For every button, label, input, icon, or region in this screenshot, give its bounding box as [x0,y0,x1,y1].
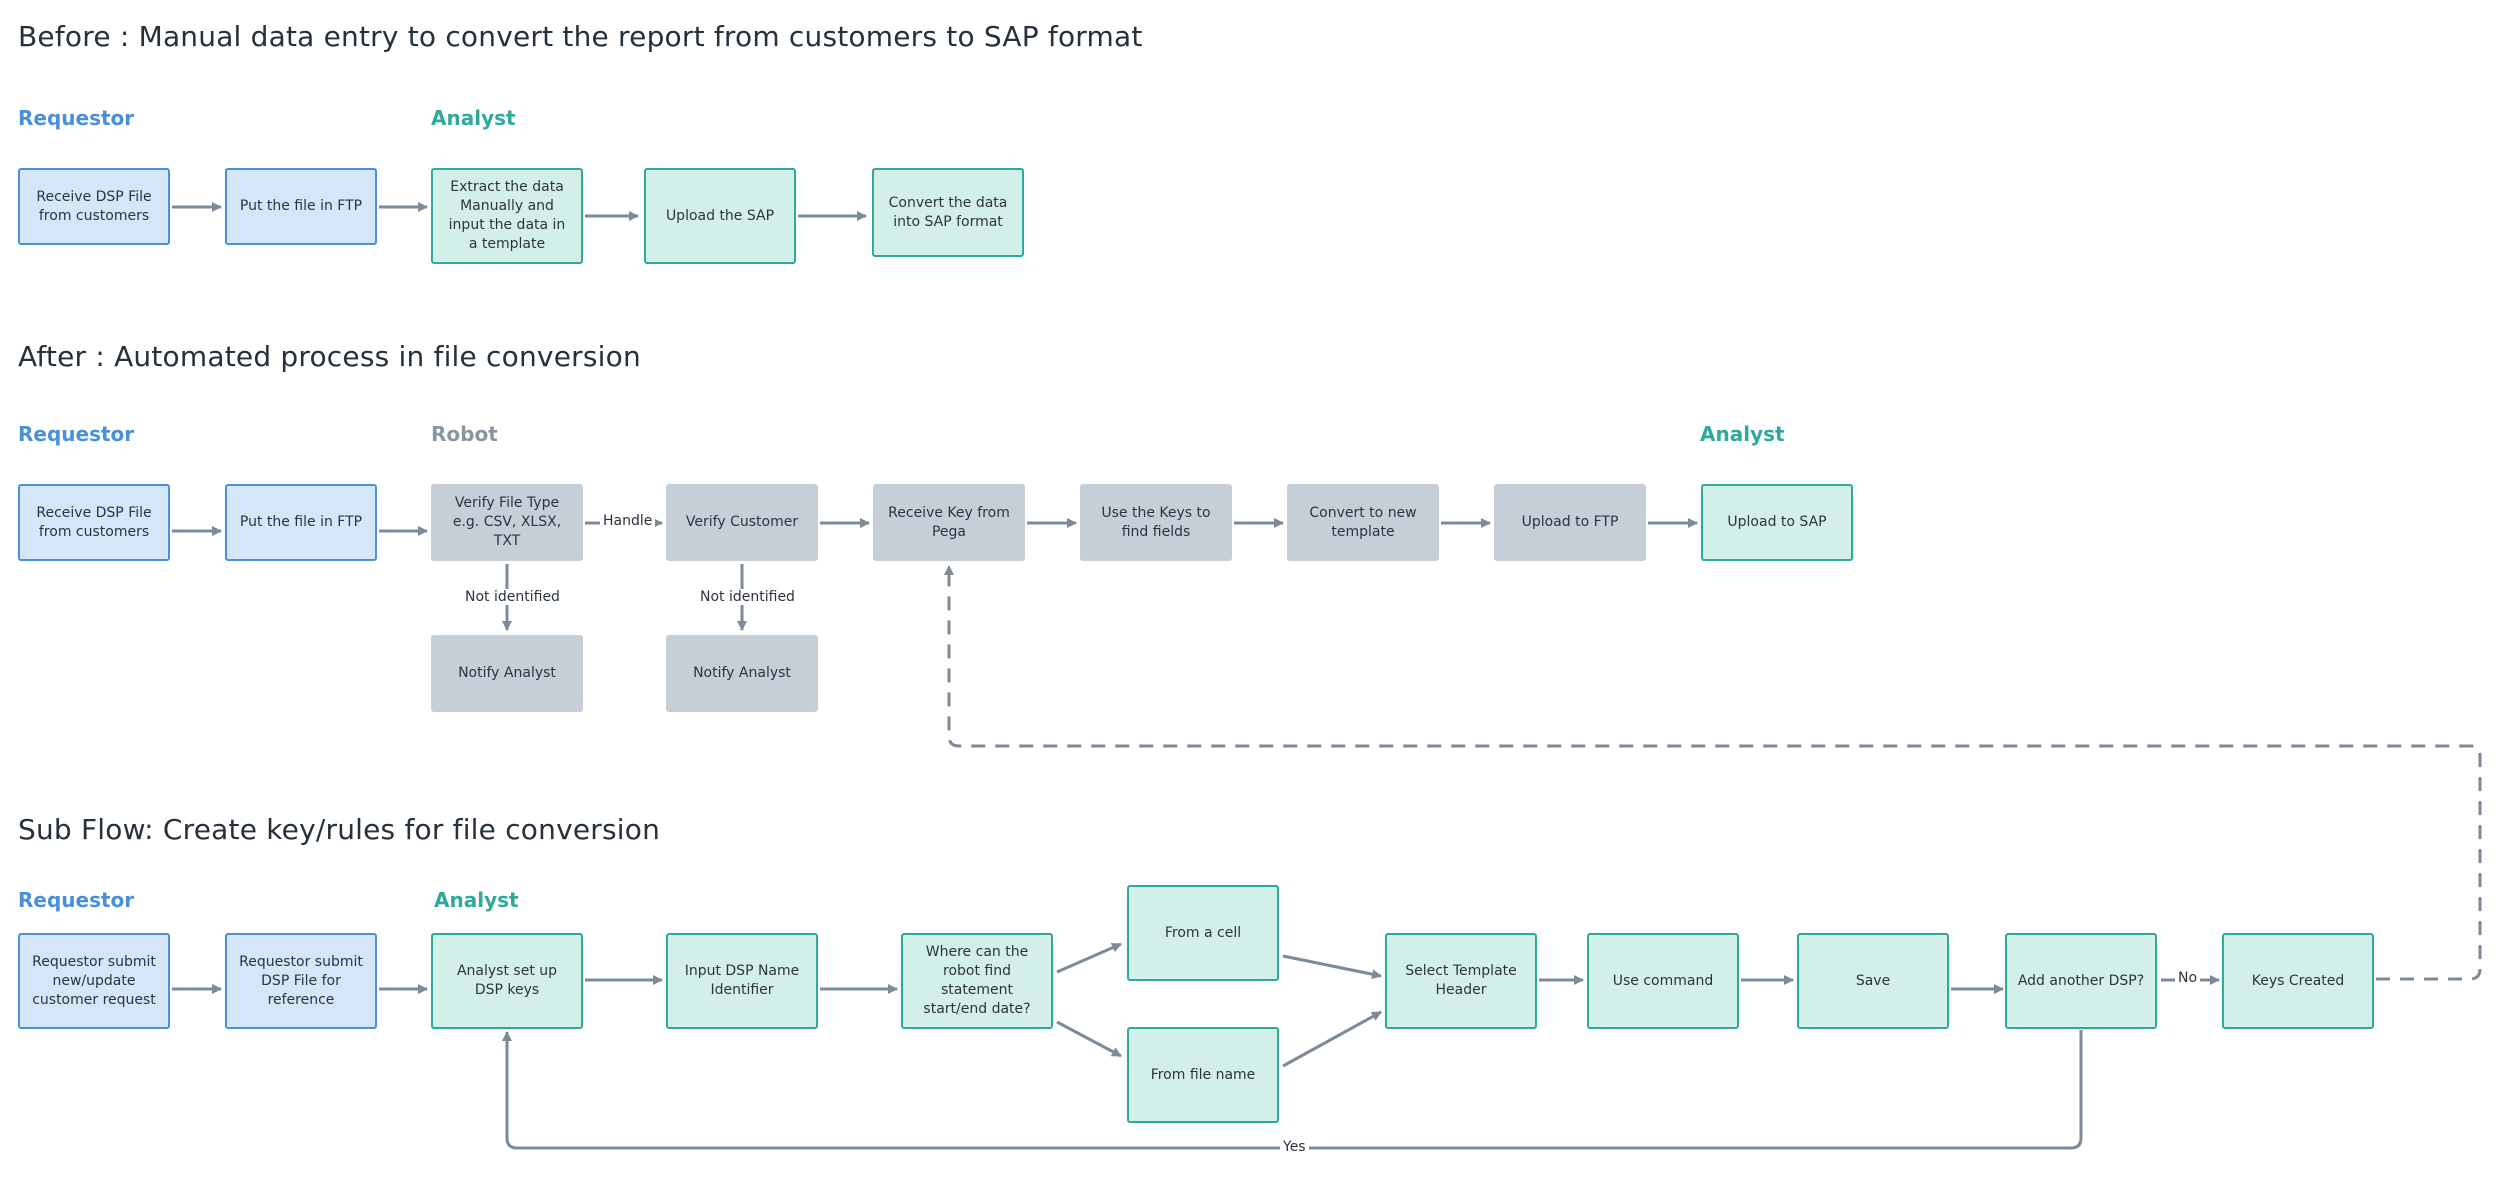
subflow-lane-requestor: Requestor [18,888,135,912]
before-step-receive[interactable]: Receive DSP File from customers [18,168,170,245]
sub-step-setup-keys[interactable]: Analyst set up DSP keys [431,933,583,1029]
after-step-verify-customer[interactable]: Verify Customer [666,484,818,561]
sub-step-from-file[interactable]: From file name [1127,1027,1279,1123]
after-step-notify-analyst-1[interactable]: Notify Analyst [431,635,583,712]
subflow-lane-analyst: Analyst [434,888,519,912]
arrow-file-header [1282,1010,1382,1068]
edge-label-handle: Handle [600,513,656,529]
sub-step-where-date[interactable]: Where can the robot find statement start… [901,933,1053,1029]
before-step-extract[interactable]: Extract the data Manually and input the … [431,168,583,264]
before-step-ftp[interactable]: Put the file in FTP [225,168,377,245]
sub-step-submit-file[interactable]: Requestor submit DSP File for reference [225,933,377,1029]
after-title: After : Automated process in file conver… [18,340,641,373]
sub-step-use-command[interactable]: Use command [1587,933,1739,1029]
sub-step-keys-created[interactable]: Keys Created [2222,933,2374,1029]
arrow-cell-header [1282,954,1382,980]
after-step-ftp[interactable]: Put the file in FTP [225,484,377,561]
edge-label-no: No [2175,970,2201,986]
after-step-use-keys[interactable]: Use the Keys to find fields [1080,484,1232,561]
edge-label-not-identified-1: Not identified [462,589,563,605]
after-step-receive-key[interactable]: Receive Key from Pega [873,484,1025,561]
after-step-notify-analyst-2[interactable]: Notify Analyst [666,635,818,712]
before-lane-analyst: Analyst [431,106,516,130]
after-lane-requestor: Requestor [18,422,135,446]
sub-step-submit-request[interactable]: Requestor submit new/update customer req… [18,933,170,1029]
before-lane-requestor: Requestor [18,106,135,130]
sub-step-from-cell[interactable]: From a cell [1127,885,1279,981]
sub-step-add-another[interactable]: Add another DSP? [2005,933,2157,1029]
edge-label-yes: Yes [1280,1139,1309,1155]
edge-label-not-identified-2: Not identified [697,589,798,605]
after-step-upload-sap[interactable]: Upload to SAP [1701,484,1853,561]
before-step-upload[interactable]: Upload the SAP [644,168,796,264]
after-lane-robot: Robot [431,422,498,446]
sub-step-select-header[interactable]: Select Template Header [1385,933,1537,1029]
before-step-convert[interactable]: Convert the data into SAP format [872,168,1024,257]
subflow-title: Sub Flow: Create key/rules for file conv… [18,813,661,846]
arrow-sub-cell [1056,942,1122,974]
arrow-keys-to-pega [944,565,2482,981]
arrow-sub-yes [502,1030,2083,1150]
sub-step-save[interactable]: Save [1797,933,1949,1029]
before-title: Before : Manual data entry to convert th… [18,20,1143,53]
sub-step-input-name[interactable]: Input DSP Name Identifier [666,933,818,1029]
after-step-convert-template[interactable]: Convert to new template [1287,484,1439,561]
after-step-upload-ftp[interactable]: Upload to FTP [1494,484,1646,561]
after-step-receive[interactable]: Receive DSP File from customers [18,484,170,561]
after-lane-analyst: Analyst [1700,422,1785,446]
after-step-verify-type[interactable]: Verify File Type e.g. CSV, XLSX, TXT [431,484,583,561]
arrow-sub-file [1056,1020,1122,1058]
